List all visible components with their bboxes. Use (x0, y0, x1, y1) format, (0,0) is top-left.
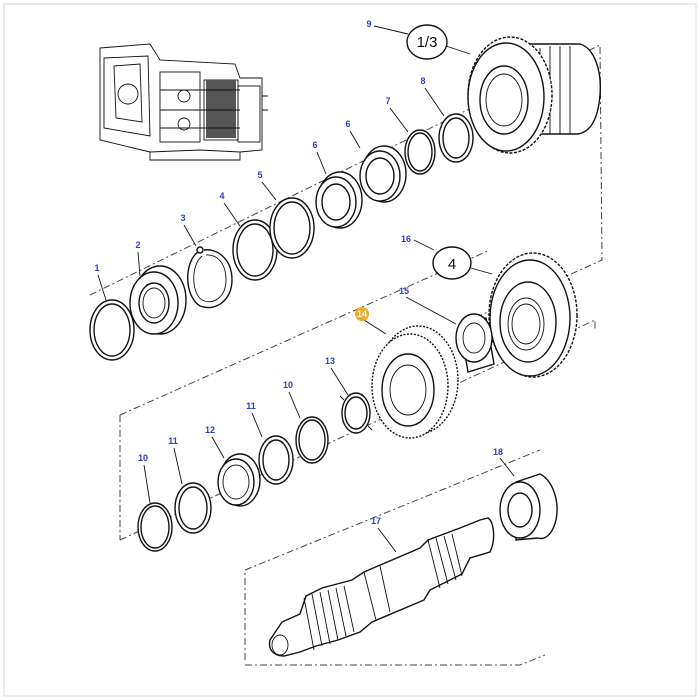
part-7-snap-ring[interactable] (404, 129, 436, 175)
leader-mid-gear (470, 267, 493, 275)
selected-badge-icon (355, 307, 369, 321)
callout-10b: 10 (138, 453, 148, 463)
part-13-snap-ring[interactable] (339, 392, 373, 434)
part-11-ring-a[interactable] (258, 435, 294, 485)
callout-9: 9 (366, 19, 371, 29)
callout-17: 17 (371, 516, 381, 526)
callout-5: 5 (257, 170, 262, 180)
part-10-ring-a[interactable] (295, 416, 329, 464)
callout-13: 13 (325, 356, 335, 366)
part-3-circlip[interactable] (187, 246, 233, 309)
callout-2: 2 (135, 240, 140, 250)
callout-18: 18 (493, 447, 503, 457)
svg-text:14: 14 (357, 309, 367, 319)
transmission-overview-thumbnail (99, 43, 268, 161)
svg-text:4: 4 (448, 256, 456, 273)
part-15-sleeve[interactable] (455, 313, 495, 373)
svg-text:1/3: 1/3 (417, 34, 438, 51)
part-11-ring-b[interactable] (174, 482, 212, 534)
leader-lines (97, 25, 515, 553)
group-label-top-gear: 1/3 (406, 24, 448, 60)
part-12-needle-bearing[interactable] (217, 453, 261, 507)
callout-7: 7 (385, 96, 390, 106)
callout-1: 1 (94, 263, 99, 273)
callout-numbers: 1 2 3 4 5 6 6 7 8 9 16 15 14 13 10 11 12… (94, 19, 503, 526)
part-9-gear-1-3[interactable] (467, 36, 601, 154)
part-6-bushing-a[interactable] (315, 171, 363, 229)
leader-top-gear (445, 45, 471, 55)
frame-border (3, 3, 697, 697)
part-8-ring[interactable] (438, 113, 474, 163)
callout-16: 16 (401, 234, 411, 244)
part-18-bearing[interactable] (499, 473, 558, 541)
callout-12: 12 (205, 425, 215, 435)
part-16-gear-4[interactable] (488, 252, 578, 378)
callout-3: 3 (180, 213, 185, 223)
callout-10a: 10 (283, 380, 293, 390)
part-6-bushing-b[interactable] (359, 145, 407, 203)
part-14-synchronizer-hub[interactable] (371, 325, 459, 439)
callout-14-selected: 14 (355, 307, 369, 321)
callout-6a: 6 (312, 140, 317, 150)
group-outline-middle (119, 249, 596, 541)
callout-15: 15 (399, 286, 409, 296)
callout-8: 8 (420, 76, 425, 86)
group-label-mid-gear: 4 (432, 246, 472, 280)
part-4-ring[interactable] (232, 219, 278, 281)
part-17-main-shaft[interactable] (268, 517, 495, 657)
part-1-snap-ring[interactable] (89, 299, 135, 361)
callout-4: 4 (219, 191, 224, 201)
part-5-ring[interactable] (269, 197, 315, 259)
callout-6b: 6 (345, 119, 350, 129)
part-10-ring-b[interactable] (137, 502, 173, 552)
group-outline-lower (244, 449, 546, 666)
callout-11a: 11 (246, 401, 256, 411)
callout-11b: 11 (168, 436, 178, 446)
part-2-bearing[interactable] (129, 265, 187, 335)
